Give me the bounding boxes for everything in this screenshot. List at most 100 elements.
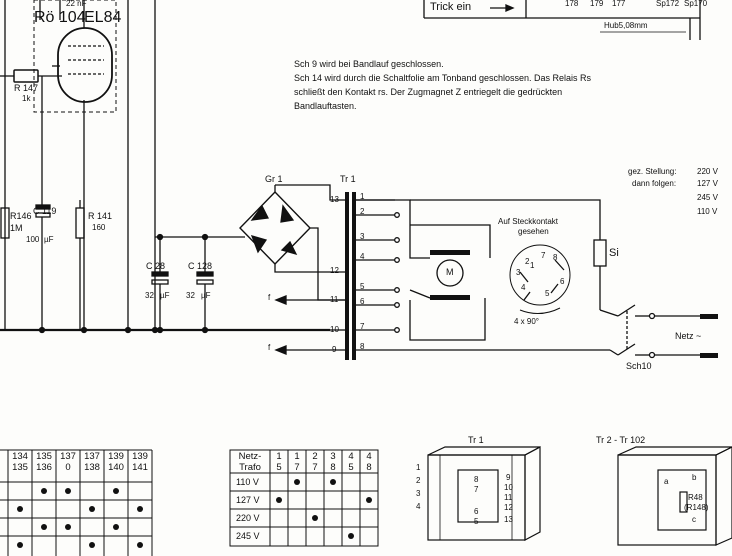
lt-dot [17, 542, 23, 548]
tr1d-pin-r13: 13 [504, 515, 513, 524]
tr1-sec-5: 5 [360, 282, 365, 291]
legend-value-1: 127 V [697, 179, 718, 188]
mt-dot [330, 479, 336, 485]
c28-value: 32 [145, 291, 154, 300]
c119-value: 100 [26, 235, 40, 244]
tr1d-pin-r11: 11 [504, 493, 513, 502]
note-line-4: Bandlauftasten. [294, 101, 357, 111]
lt-dot [113, 524, 119, 530]
tube-ro-label: Rö 104 [34, 9, 86, 26]
socket [509, 244, 571, 314]
note-line-3: schließt den Kontakt rs. Der Zugmagnet Z… [294, 87, 563, 97]
tr2-pin-b: b [692, 473, 697, 482]
trick-num-0: 178 [565, 0, 579, 8]
lt-dot [113, 488, 119, 494]
mains-switch-label: Sch10 [626, 361, 652, 371]
c128-name: C 128 [188, 261, 213, 271]
legend-label-1: gez. Stellung: [628, 167, 677, 176]
trick-num-2: 177 [612, 0, 626, 8]
tr1-pin-13: 13 [330, 195, 339, 204]
mt-dot [348, 533, 354, 539]
c128-value: 32 [186, 291, 195, 300]
motor-label: M [446, 267, 454, 277]
mt-row-220: 220 V [236, 513, 260, 523]
tr1d-pin-m7: 7 [474, 485, 479, 494]
legend-value-3: 110 V [697, 207, 718, 216]
lt-dot [137, 506, 143, 512]
tube-section [0, 0, 117, 330]
tap-f-2: f [268, 343, 271, 352]
mt-dot [312, 515, 318, 521]
c119-name: C 119 [33, 206, 57, 216]
tr1d-pin-l4: 4 [416, 502, 421, 511]
tr2-pin-c: c [692, 515, 696, 524]
socket-pin-8: 8 [553, 253, 558, 262]
tr2-drawing [617, 446, 732, 546]
socket-rotation-note: 4 x 90° [514, 317, 539, 326]
note-line-2: Sch 14 wird durch die Schaltfolie am Ton… [294, 73, 591, 83]
c119-unit: µF [44, 235, 54, 244]
tr2-res-1: R48 [688, 493, 703, 502]
lt-dot [17, 506, 23, 512]
tube-type-label: EL84 [84, 9, 122, 26]
tr1-label: Tr 1 [340, 174, 356, 184]
lt-dot [65, 524, 71, 530]
lt-dot [41, 488, 47, 494]
tr1-pin-10: 10 [330, 325, 339, 334]
left-components [0, 0, 156, 330]
trick-num-1: 179 [590, 0, 604, 8]
mains-table-grid [229, 449, 379, 547]
mt-dot [294, 479, 300, 485]
socket-pin-1: 1 [530, 261, 535, 270]
tr1d-pin-l2: 2 [416, 476, 421, 485]
lt-dot [41, 524, 47, 530]
tr1-pin-11: 11 [330, 295, 339, 304]
socket-pin-6: 6 [560, 277, 565, 286]
lt-dot [137, 542, 143, 548]
c28-unit: µF [160, 291, 170, 300]
socket-pin-4: 4 [521, 283, 526, 292]
tr1-sec-4: 4 [360, 252, 365, 261]
mt-row-127: 127 V [236, 495, 260, 505]
trick-label: Trick ein [430, 1, 472, 13]
tr1d-pin-r10: 10 [504, 483, 513, 492]
lt-dot [89, 542, 95, 548]
socket-pin-2: 2 [525, 257, 530, 266]
tr1-sec-8: 8 [360, 342, 365, 351]
r147-name: R 147 [14, 83, 39, 93]
lt-dot [65, 488, 71, 494]
left-table-grid [0, 449, 153, 556]
tr2-pin-a: a [664, 477, 669, 486]
tr1d-pin-r9: 9 [506, 473, 511, 482]
hub-label: Hub5,08mm [604, 21, 648, 30]
socket-pin-3: 3 [516, 268, 521, 277]
trick-num-4: Sp170 [684, 0, 708, 8]
r141-name: R 141 [88, 211, 113, 221]
bridge-rectifier [239, 184, 345, 301]
tap-f-1: f [268, 293, 271, 302]
r146-name: R146 [10, 211, 32, 221]
tr1-sec-3: 3 [360, 232, 365, 241]
tr1-sec-2: 2 [360, 207, 365, 216]
lt-dot [89, 506, 95, 512]
socket-pin-7: 7 [541, 251, 546, 260]
legend-label-2: dann folgen: [632, 179, 677, 188]
tr1-drawing-label: Tr 1 [468, 435, 484, 445]
socket-title-1: Auf Steckkontakt [498, 217, 559, 226]
mt-corner: Netz-Trafo [238, 451, 262, 473]
tr1d-pin-m5: 5 [474, 517, 479, 526]
trick-box [423, 0, 701, 40]
mt-dot [276, 497, 282, 503]
tube-cap-label: 22 nF [66, 0, 87, 8]
trick-num-3: Sp172 [656, 0, 680, 8]
